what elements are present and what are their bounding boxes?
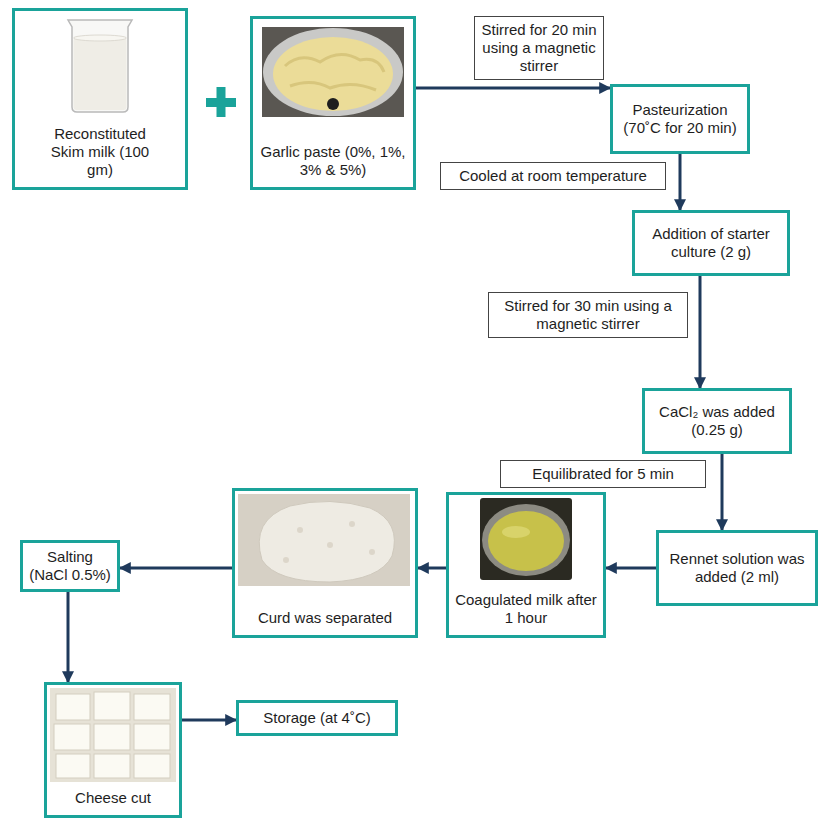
- process-box: Curd was separated: [232, 488, 418, 638]
- cheese-cube: [94, 724, 130, 750]
- step-text: Storage (at 4˚C): [263, 709, 371, 727]
- paste-texture: [285, 54, 384, 72]
- plus-sign: [206, 87, 236, 117]
- flow-arrow: [606, 567, 656, 570]
- step-text: Salting (NaCl 0.5%): [29, 548, 111, 584]
- milk-surface: [74, 35, 127, 41]
- step-text: Curd was separated: [258, 609, 392, 627]
- cheese-cube: [94, 692, 130, 720]
- ingredient-box: Garlic paste (0%, 1%, 3% & 5%): [250, 16, 416, 190]
- cheese-cubes-picture: [50, 688, 176, 782]
- step-text: CaCl₂ was added (0.25 g): [651, 403, 783, 439]
- cheese-cube: [56, 694, 90, 720]
- step-note: Stirred for 30 min using a magnetic stir…: [488, 292, 688, 338]
- process-box: Rennet solution was added (2 ml): [656, 530, 818, 606]
- flow-arrow: [416, 87, 610, 90]
- cheese-cube: [94, 754, 130, 778]
- paste-texture: [290, 82, 376, 90]
- storage-box: Storage (at 4˚C): [236, 700, 398, 736]
- curd-grain: [327, 542, 333, 548]
- cheese-cube: [134, 724, 170, 750]
- step-text: Coagulated milk after 1 hour: [455, 591, 597, 627]
- step-note: Stirred for 20 min using a magnetic stir…: [474, 16, 604, 80]
- curd-grain: [283, 557, 289, 563]
- product-box: Cheese cut: [44, 682, 182, 818]
- photo-ground: [50, 688, 176, 782]
- pot-rim: [482, 504, 570, 576]
- step-text: Cheese cut: [75, 789, 151, 807]
- curd-grain: [349, 521, 355, 527]
- cheese-cube: [134, 694, 170, 720]
- curd-grain: [369, 549, 375, 555]
- cloth: [238, 494, 410, 586]
- curd-mass: [259, 501, 394, 582]
- cheese-cube: [54, 724, 90, 750]
- stir-bar: [327, 98, 339, 110]
- cheese-cube: [134, 754, 170, 778]
- step-note: Equilibrated for 5 min: [500, 460, 706, 488]
- process-box: Salting (NaCl 0.5%): [20, 540, 120, 592]
- photo-ground: [480, 498, 572, 580]
- curd-grain: [297, 527, 303, 533]
- paste: [273, 37, 393, 111]
- step-text: Addition of starter culture (2 g): [641, 225, 781, 261]
- flow-arrow: [721, 454, 724, 530]
- flow-arrow: [120, 567, 232, 570]
- step-text: Rennet solution was added (2 ml): [665, 550, 809, 586]
- beaker-picture: [68, 20, 132, 112]
- flow-arrow: [679, 154, 682, 210]
- process-box: Addition of starter culture (2 g): [632, 210, 790, 276]
- flow-arrow: [67, 592, 70, 682]
- ingredient-box: Reconstituted Skim milk (100 gm): [12, 8, 188, 190]
- coagulated-milk-picture: [480, 498, 572, 580]
- plus-bar: [217, 87, 226, 117]
- flow-arrow: [699, 276, 702, 388]
- step-note: Cooled at room temperature: [440, 162, 666, 190]
- cheese-cube: [56, 754, 90, 778]
- flow-arrow: [418, 567, 446, 570]
- process-box: CaCl₂ was added (0.25 g): [642, 388, 792, 454]
- step-text: Pasteurization (70˚C for 20 min): [619, 101, 741, 137]
- coagulum: [488, 511, 564, 571]
- curd-picture: [238, 494, 410, 586]
- photo-ground: [262, 27, 404, 117]
- process-box: Pasteurization (70˚C for 20 min): [610, 84, 750, 154]
- flow-arrow: [182, 719, 236, 722]
- bowl-rim: [263, 28, 403, 116]
- beaker-glass: [68, 20, 132, 112]
- process-box: Coagulated milk after 1 hour: [446, 492, 606, 638]
- coagulum-shine: [502, 526, 530, 538]
- step-text: Garlic paste (0%, 1%, 3% & 5%): [259, 143, 407, 179]
- garlic-paste-picture: [262, 27, 404, 117]
- beaker-milk: [74, 38, 127, 110]
- step-text: Reconstituted Skim milk (100 gm): [44, 125, 156, 179]
